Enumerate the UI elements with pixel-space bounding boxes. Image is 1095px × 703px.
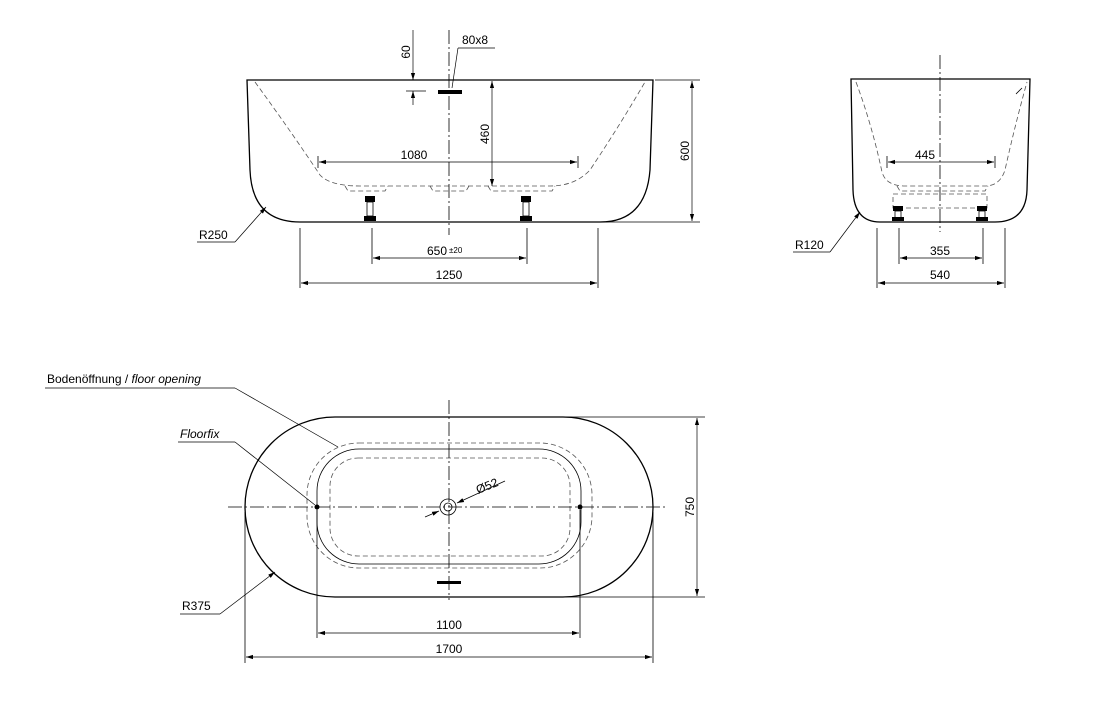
- dim-inner-width: 445: [915, 148, 935, 162]
- dim-height: 600: [678, 141, 692, 161]
- floorfix-left: [314, 504, 320, 510]
- dim-inner-length: 1080: [401, 148, 428, 162]
- floorfix-right: [577, 504, 583, 510]
- dim-side-radius: R120: [795, 238, 824, 252]
- dim-length: 1700: [436, 642, 463, 656]
- front-tub-outline: [246, 79, 654, 223]
- front-basin-hidden-line: [254, 81, 646, 187]
- side-tub-outline: [850, 78, 1031, 223]
- front-overflow-mark: [438, 90, 462, 94]
- dim-feet-tolerance: ±20: [449, 246, 463, 255]
- side-view: 445 355 540 R120: [793, 55, 1031, 288]
- dim-top-thickness: 60: [399, 45, 413, 59]
- dim-overflow-height: 460: [478, 124, 492, 144]
- drain-outer: [439, 498, 457, 516]
- dim-drain-diameter: Ø52: [474, 475, 501, 497]
- side-foot-left: [892, 206, 904, 221]
- drain-inner: [443, 502, 453, 512]
- front-foot-right: [520, 196, 532, 221]
- dim-feet-spacing: 650: [427, 244, 447, 258]
- dim-base-length: 1250: [436, 268, 463, 282]
- side-foot-right: [976, 206, 988, 221]
- label-floorfix: Floorfix: [180, 427, 220, 441]
- dim-width: 750: [683, 497, 697, 517]
- dim-side-feet-spacing: 355: [930, 244, 950, 258]
- dim-top-radius: R375: [182, 599, 211, 613]
- side-basin-hidden-line: [855, 81, 1028, 187]
- top-view: Ø52 Bodenöffnung / floor opening Floorfi…: [45, 372, 705, 663]
- dim-overflow: 80x8: [462, 33, 488, 47]
- top-overflow-mark: [437, 581, 461, 584]
- top-floor-opening-outline: [306, 442, 593, 569]
- dim-base-width: 540: [930, 268, 950, 282]
- dim-front-radius: R250: [199, 228, 228, 242]
- front-foot-left: [364, 196, 376, 221]
- front-basin-floor-detail: [344, 185, 556, 192]
- side-basin-floor-detail: [896, 185, 989, 192]
- front-view: 60 80x8 460 600 1080 650 ±20 1250 R250: [197, 30, 700, 288]
- label-floor-opening: Bodenöffnung / floor opening: [47, 372, 201, 386]
- dim-floorfix-spacing: 1100: [436, 618, 462, 632]
